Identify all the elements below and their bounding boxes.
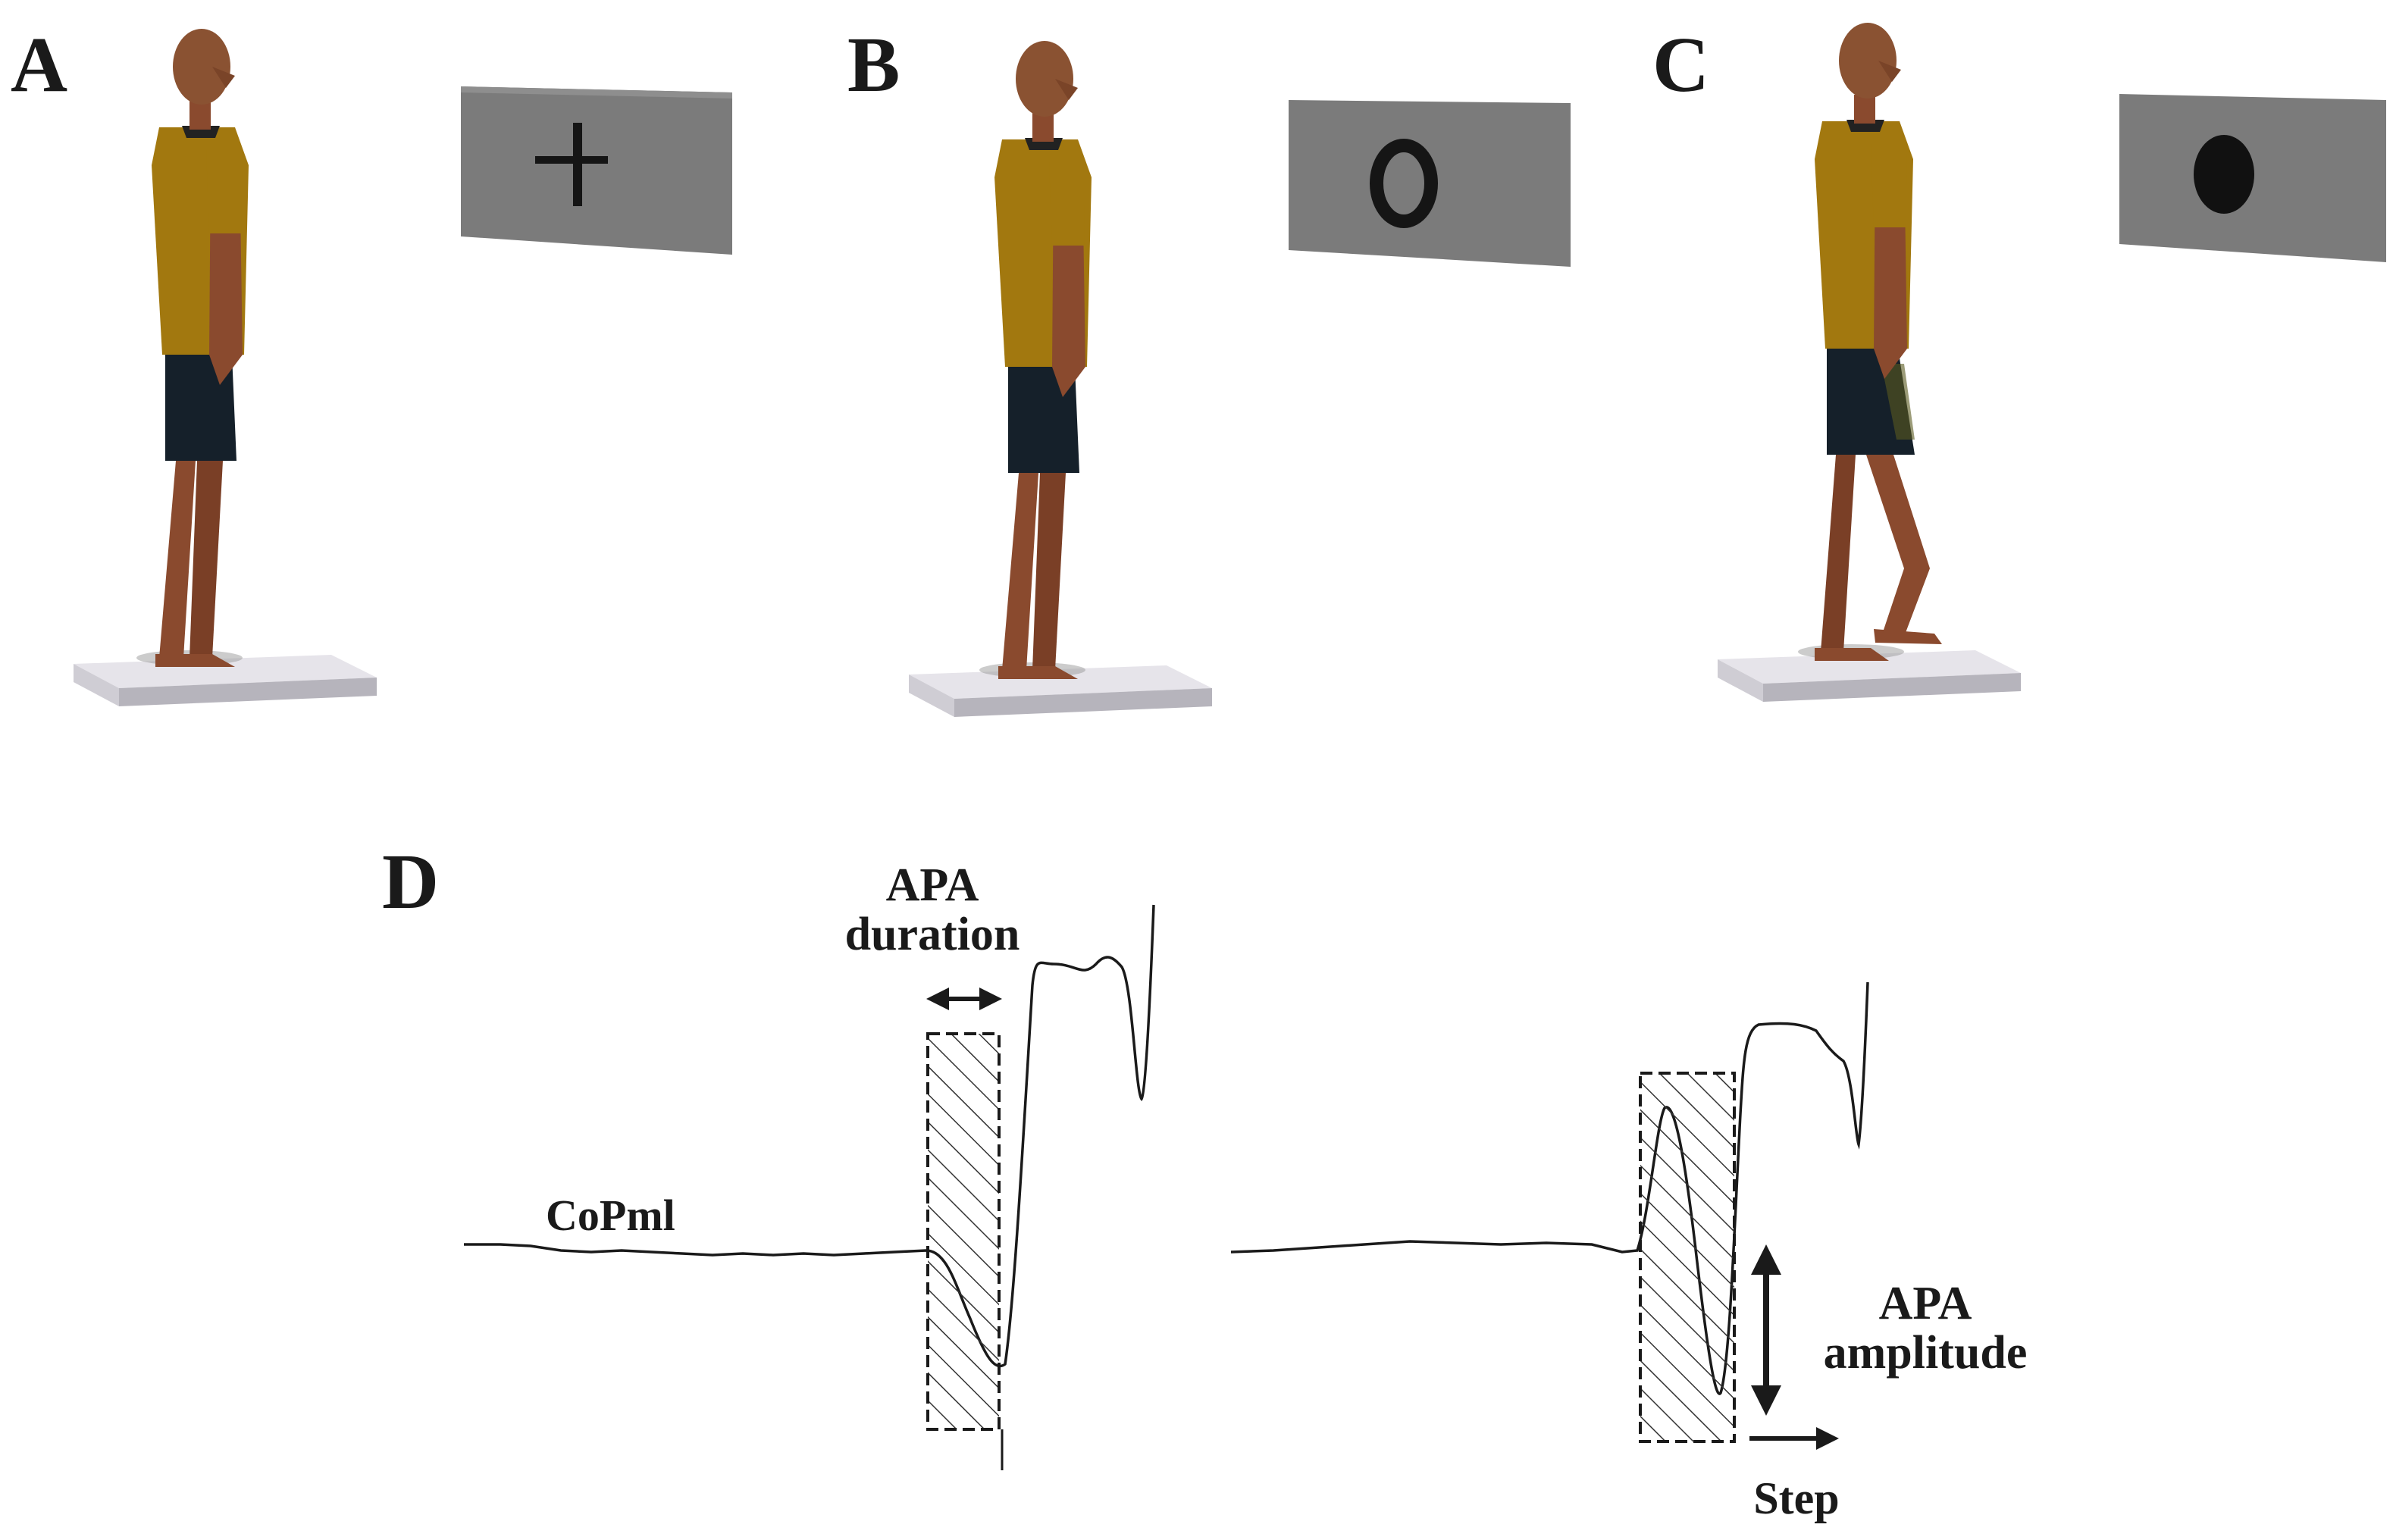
panel-label-d: D [382,838,440,925]
apa-duration-line2: duration [844,909,1020,961]
apa-duration-label: APA duration [819,859,1046,961]
cross-symbol [535,123,608,206]
step-label: Step [1753,1473,1840,1523]
person-stepping-c [1798,23,1942,661]
copml-trace-right [1230,981,1869,1395]
panel-label-b: B [847,21,901,108]
filled-circle-symbol [2194,135,2254,214]
stimulus-screen-b [1289,100,1571,267]
panel-d [464,904,1869,1470]
stimulus-screen-c [2119,94,2386,262]
apa-amplitude-line2: amplitude [1823,1327,2028,1379]
apa-window-left [926,1032,1001,1431]
person-standing-b [979,41,1092,679]
panel-a [74,29,732,706]
apa-amplitude-label: APA amplitude [1781,1279,2069,1378]
panel-c [1718,23,2386,702]
open-circle-symbol [1370,139,1438,228]
apa-duration-line1: APA [885,859,979,911]
person-standing-a [136,29,249,667]
panel-b [909,41,1571,717]
stimulus-screen-a [461,86,732,255]
panel-label-a: A [11,21,68,108]
panel-label-c: C [1652,21,1710,108]
copml-trace-left [464,904,1155,1368]
copml-label: CoPml [546,1191,675,1240]
apa-window-right [1639,1072,1736,1443]
apa-amplitude-line1: APA [1878,1278,1972,1329]
